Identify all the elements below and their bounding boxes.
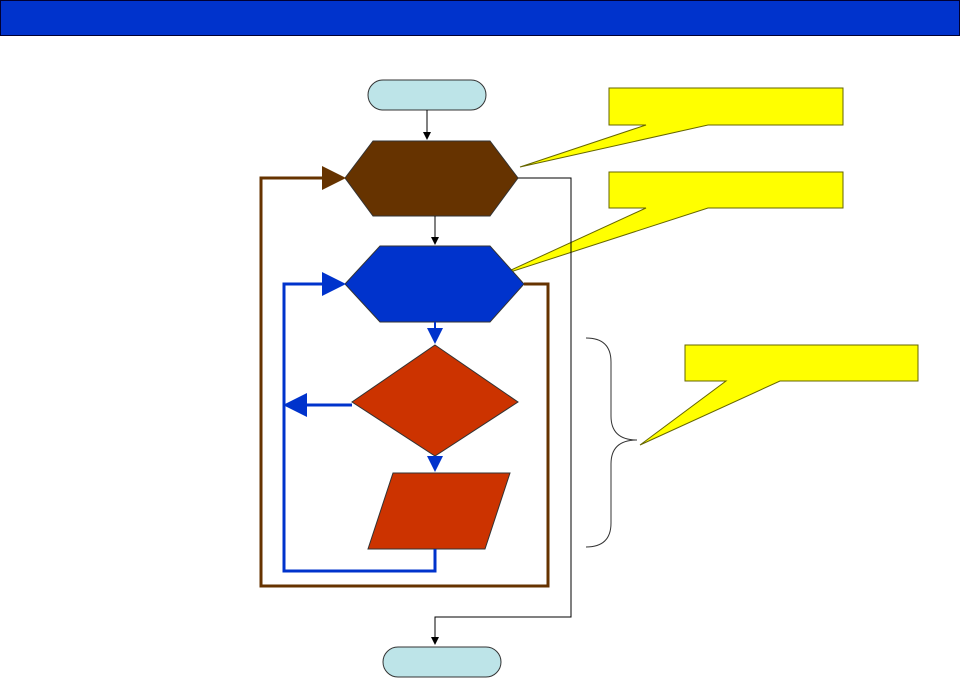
- inner-loop-exit-line: [259, 166, 550, 588]
- decision-diamond: [351, 344, 519, 457]
- callout-loop-body: [639, 344, 919, 446]
- outer-loop-hexagon: [344, 140, 519, 217]
- outer-loop-exit-line: [431, 177, 572, 645]
- loop-body-brace: [585, 337, 638, 548]
- title-bar: [0, 0, 960, 36]
- callout-inner-loop: [497, 171, 844, 277]
- inner-loop-hexagon: [344, 245, 525, 323]
- output-parallelogram: [367, 472, 511, 550]
- start-terminal: [367, 79, 487, 111]
- callout-outer-loop: [519, 87, 844, 168]
- end-terminal: [382, 646, 502, 678]
- inner-loop-return-line: [282, 272, 437, 573]
